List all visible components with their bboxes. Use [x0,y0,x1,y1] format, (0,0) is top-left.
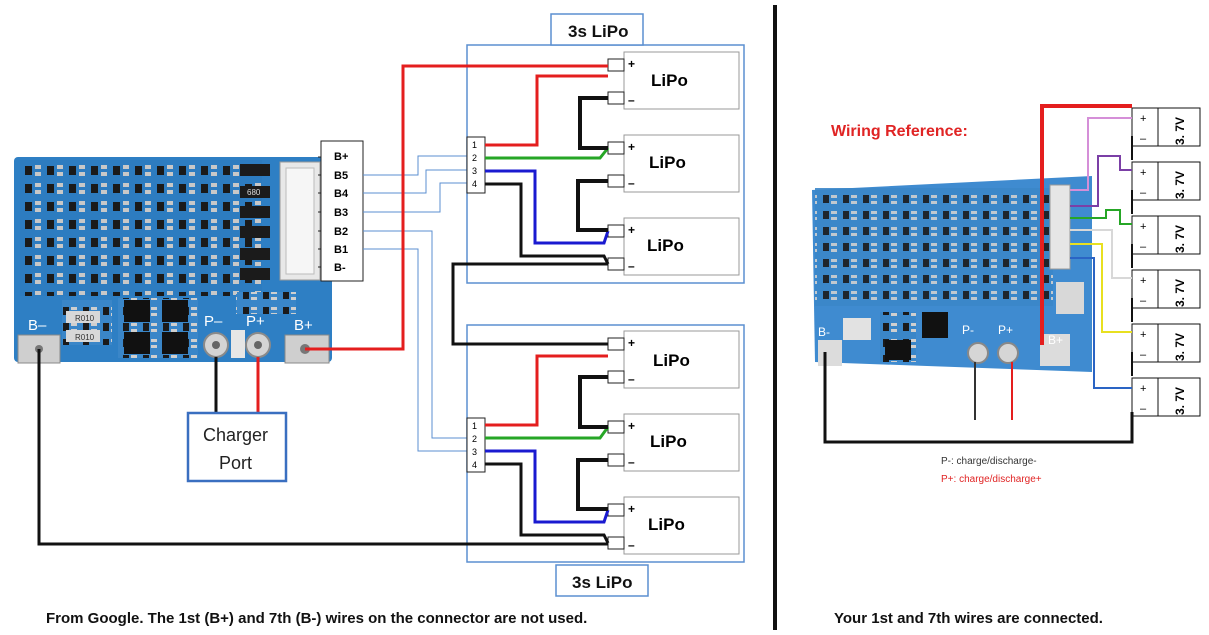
pack-top-title-box [550,13,644,46]
ref-cell-3-label: 3. 7V [1173,225,1187,253]
wire-label-b4: B4 [334,188,349,200]
pack-top-pin-2: 2 [472,153,477,163]
ref-pad-bplus: B+ [1048,333,1063,347]
mosfet-3 [124,332,150,354]
pack-bottom-pin-3: 3 [472,447,477,457]
ref-cell-1-label: 3. 7V [1173,117,1187,145]
balance-wires [363,155,467,452]
board-label-pplus: P+ [246,313,265,330]
ref-cell-6-minus: – [1140,403,1147,415]
ref-cell-6-plus: + [1140,383,1146,395]
cell-bottom-2-label: LiPo [650,432,687,451]
shunt-resistor-2 [66,330,100,342]
ref-pad-pminus: P- [962,323,974,337]
board-label-pminus: P– [204,313,223,330]
wire-label-bplus: B+ [334,151,348,163]
left-caption: From Google. The 1st (B+) and 7th (B-) w… [46,610,587,627]
wire-label-box [320,140,364,282]
mosfet-4 [162,332,188,354]
pack-bottom-pin-1: 1 [472,421,477,431]
ref-cell-5-plus: + [1140,329,1146,341]
pack-bottom-cells [607,330,740,555]
wire-label-b3: B3 [334,207,348,219]
mosfet-2 [162,300,188,322]
cell-top-2-minus: – [628,176,635,190]
ref-cell-1-plus: + [1140,113,1146,125]
cell-bottom-3-minus: – [628,538,635,552]
wire-label-b5: B5 [334,170,348,182]
board-label-bplus: B+ [294,317,313,334]
cell-top-3-minus: – [628,259,635,273]
ref-pad-bminus: B- [818,325,830,339]
cell-bottom-1-minus: – [628,372,635,386]
cell-bottom-2-minus: – [628,455,635,469]
shunt-resistor-1 [66,311,100,323]
cell-bottom-1-plus: + [628,336,635,350]
board-label-bminus: B– [28,317,47,334]
resistor-mark-2: R010 [75,333,95,342]
pack-top-cells [607,51,740,276]
ref-cells [1131,107,1201,417]
ref-cell-5-label: 3. 7V [1173,333,1187,361]
ref-title: Wiring Reference: [831,123,968,140]
cell-bottom-3-plus: + [628,502,635,516]
pack-top-pin-4: 4 [472,179,477,189]
pack-top-wires [485,74,610,265]
ref-note-pminus: P-: charge/discharge- [941,456,1037,467]
ref-cell-4-label: 3. 7V [1173,279,1187,307]
ref-cell-3-minus: – [1140,241,1147,253]
ref-board [812,176,1092,372]
cell-top-3-plus: + [628,223,635,237]
wire-label-b2: B2 [334,226,348,238]
ref-cell-5-minus: – [1140,349,1147,361]
pack-top-connector [466,136,486,194]
ref-cell-6-label: 3. 7V [1173,387,1187,415]
ref-cell-2-plus: + [1140,167,1146,179]
ref-cell-3-plus: + [1140,221,1146,233]
wire-label-b1: B1 [334,244,348,256]
ref-cell-2-label: 3. 7V [1173,171,1187,199]
pack-top-title: 3s LiPo [568,22,628,41]
pack-bottom-wires [485,354,610,544]
ref-wires [823,104,1134,444]
cell-bottom-3-label: LiPo [648,515,685,534]
smd-mark: 680 [247,188,261,197]
pack-bottom-title-box [555,564,649,597]
cell-top-1-plus: + [628,57,635,71]
pack-bottom-connector [466,417,486,473]
main-power-wires [37,64,608,546]
wire-label-bminus: B- [334,262,346,274]
cell-top-2-plus: + [628,140,635,154]
cell-bottom-2-plus: + [628,419,635,433]
ref-pad-pplus: P+ [998,323,1013,337]
pack-top-pin-1: 1 [472,140,477,150]
ref-cell-2-minus: – [1140,187,1147,199]
ref-cell-4-minus: – [1140,295,1147,307]
right-caption: Your 1st and 7th wires are connected. [834,610,1103,627]
pack-top-pin-3: 3 [472,166,477,176]
ref-cell-1-minus: – [1140,133,1147,145]
ref-cell-4-plus: + [1140,275,1146,287]
pack-bottom-pin-2: 2 [472,434,477,444]
cell-top-2-label: LiPo [649,153,686,172]
charger-port-box [186,411,288,483]
pack-bottom-pin-4: 4 [472,460,477,470]
mosfet-1 [124,300,150,322]
cell-top-1-label: LiPo [651,71,688,90]
bms-board [14,157,332,364]
cell-top-3-label: LiPo [647,236,684,255]
resistor-mark-1: R010 [75,314,95,323]
smd-resistors [240,164,270,280]
ref-note-pplus: P+: charge/discharge+ [941,474,1042,485]
charger-port-line1: Charger [203,425,268,445]
cell-bottom-1-label: LiPo [653,351,690,370]
cell-top-1-minus: – [628,93,635,107]
charger-port-line2: Port [219,453,252,473]
pack-bottom-title: 3s LiPo [572,573,632,592]
